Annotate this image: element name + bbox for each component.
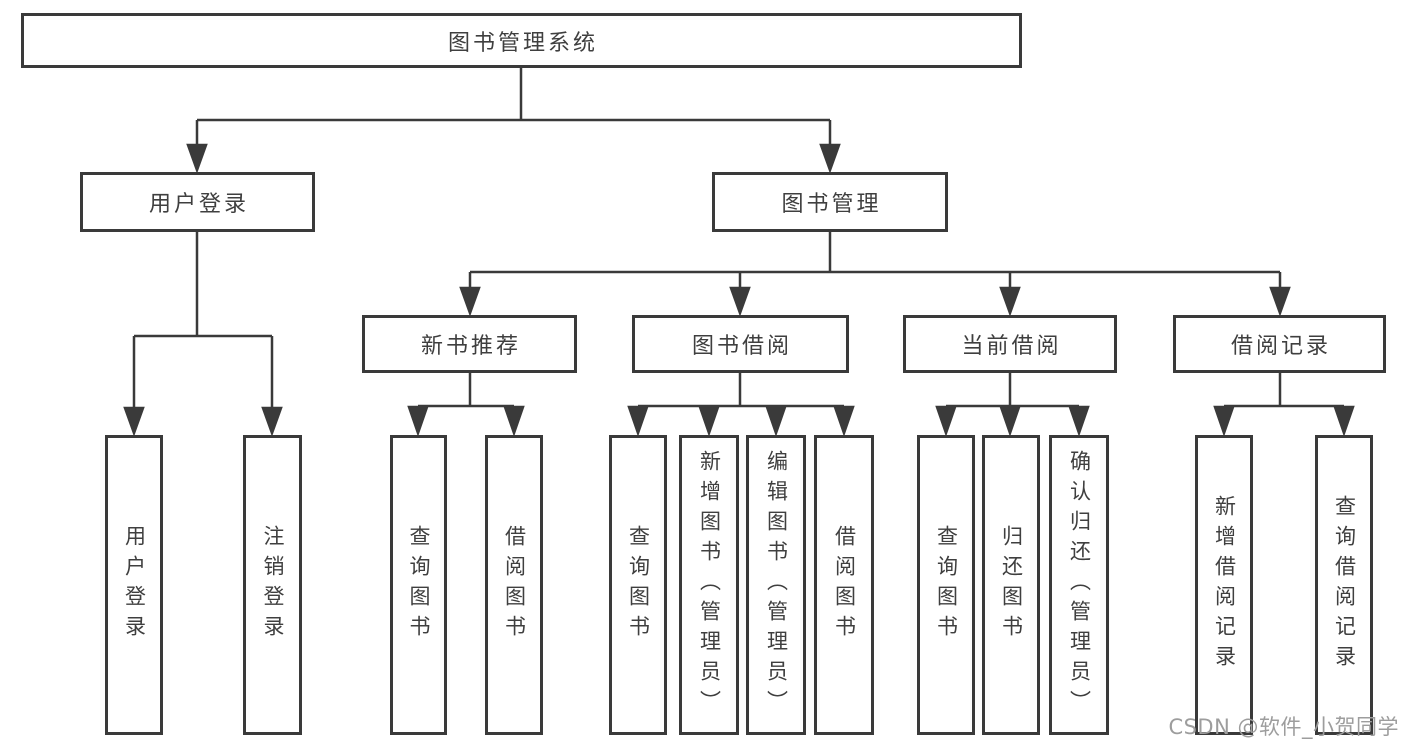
- arrowhead-down-icon: [729, 286, 751, 317]
- arrowhead-down-icon: [627, 405, 649, 437]
- node-label: 编辑图书（管理员）: [764, 450, 789, 720]
- connector-recommendation-to-leaves: [407, 373, 525, 437]
- node-borrowing-query-books: 查询图书: [609, 435, 667, 735]
- node-recommend-query-books: 查询图书: [390, 435, 447, 735]
- node-label: 当前借阅: [961, 334, 1062, 359]
- node-label: 新书推荐: [420, 334, 521, 359]
- node-label: 用户登录: [122, 525, 147, 645]
- watermark: CSDN @软件_小贺同学: [1168, 715, 1399, 739]
- node-recommend-borrow-books: 借阅图书: [485, 435, 543, 735]
- node-label: 归还图书: [999, 525, 1024, 645]
- node-user-login-leaf: 用户登录: [105, 435, 163, 735]
- connector-user-login-to-leaves: [123, 232, 283, 437]
- node-book-borrowing: 图书借阅: [632, 315, 849, 373]
- arrowhead-down-icon: [503, 405, 525, 437]
- node-current-query-books: 查询图书: [917, 435, 975, 735]
- node-borrowing-add-books-admin: 新增图书（管理员）: [679, 435, 739, 735]
- arrowhead-down-icon: [1269, 286, 1291, 317]
- node-current-borrowing: 当前借阅: [903, 315, 1117, 373]
- arrowhead-down-icon: [407, 405, 429, 437]
- arrowhead-down-icon: [1068, 405, 1090, 437]
- node-borrowing-edit-books-admin: 编辑图书（管理员）: [746, 435, 806, 735]
- connector-records-to-leaves: [1213, 373, 1355, 437]
- node-new-book-recommendation: 新书推荐: [362, 315, 577, 373]
- node-library-management-system: 图书管理系统: [21, 13, 1022, 68]
- node-label: 图书管理系统: [447, 30, 598, 56]
- node-label: 新增图书（管理员）: [697, 450, 722, 720]
- node-label: 查询借阅记录: [1332, 495, 1357, 675]
- arrowhead-down-icon: [765, 405, 787, 437]
- node-current-confirm-return-admin: 确认归还（管理员）: [1049, 435, 1109, 735]
- node-user-login: 用户登录: [80, 172, 315, 232]
- arrowhead-down-icon: [999, 405, 1021, 437]
- arrowhead-down-icon: [459, 286, 481, 317]
- node-borrowing-records: 借阅记录: [1173, 315, 1386, 373]
- node-current-return-books: 归还图书: [982, 435, 1040, 735]
- node-records-add-record: 新增借阅记录: [1195, 435, 1253, 735]
- node-borrowing-borrow-books: 借阅图书: [814, 435, 874, 735]
- connector-root-to-level2: [186, 68, 841, 174]
- connector-current-to-leaves: [935, 373, 1090, 437]
- node-label: 查询图书: [407, 525, 432, 645]
- node-label: 查询图书: [626, 525, 651, 645]
- node-label: 图书借阅: [691, 334, 792, 359]
- node-label: 新增借阅记录: [1212, 495, 1237, 675]
- node-label: 查询图书: [934, 525, 959, 645]
- node-label: 借阅记录: [1230, 334, 1331, 359]
- node-label: 图书管理: [781, 192, 882, 217]
- connector-borrowing-to-leaves: [627, 373, 855, 437]
- node-records-query-record: 查询借阅记录: [1315, 435, 1373, 735]
- node-label: 用户登录: [148, 192, 249, 217]
- arrowhead-down-icon: [261, 406, 283, 437]
- node-label: 确认归还（管理员）: [1067, 450, 1092, 720]
- node-label: 借阅图书: [502, 525, 527, 645]
- node-label: 注销登录: [261, 525, 286, 645]
- arrowhead-down-icon: [123, 406, 145, 437]
- arrowhead-down-icon: [1333, 405, 1355, 437]
- arrowhead-down-icon: [935, 405, 957, 437]
- arrowhead-down-icon: [186, 143, 208, 174]
- arrowhead-down-icon: [833, 405, 855, 437]
- arrowhead-down-icon: [819, 143, 841, 174]
- arrowhead-down-icon: [1213, 405, 1235, 437]
- node-label: 借阅图书: [832, 525, 857, 645]
- connector-book-management-to-level3: [459, 232, 1291, 317]
- node-logout-leaf: 注销登录: [243, 435, 302, 735]
- arrowhead-down-icon: [698, 405, 720, 437]
- arrowhead-down-icon: [999, 286, 1021, 317]
- node-book-management: 图书管理: [712, 172, 948, 232]
